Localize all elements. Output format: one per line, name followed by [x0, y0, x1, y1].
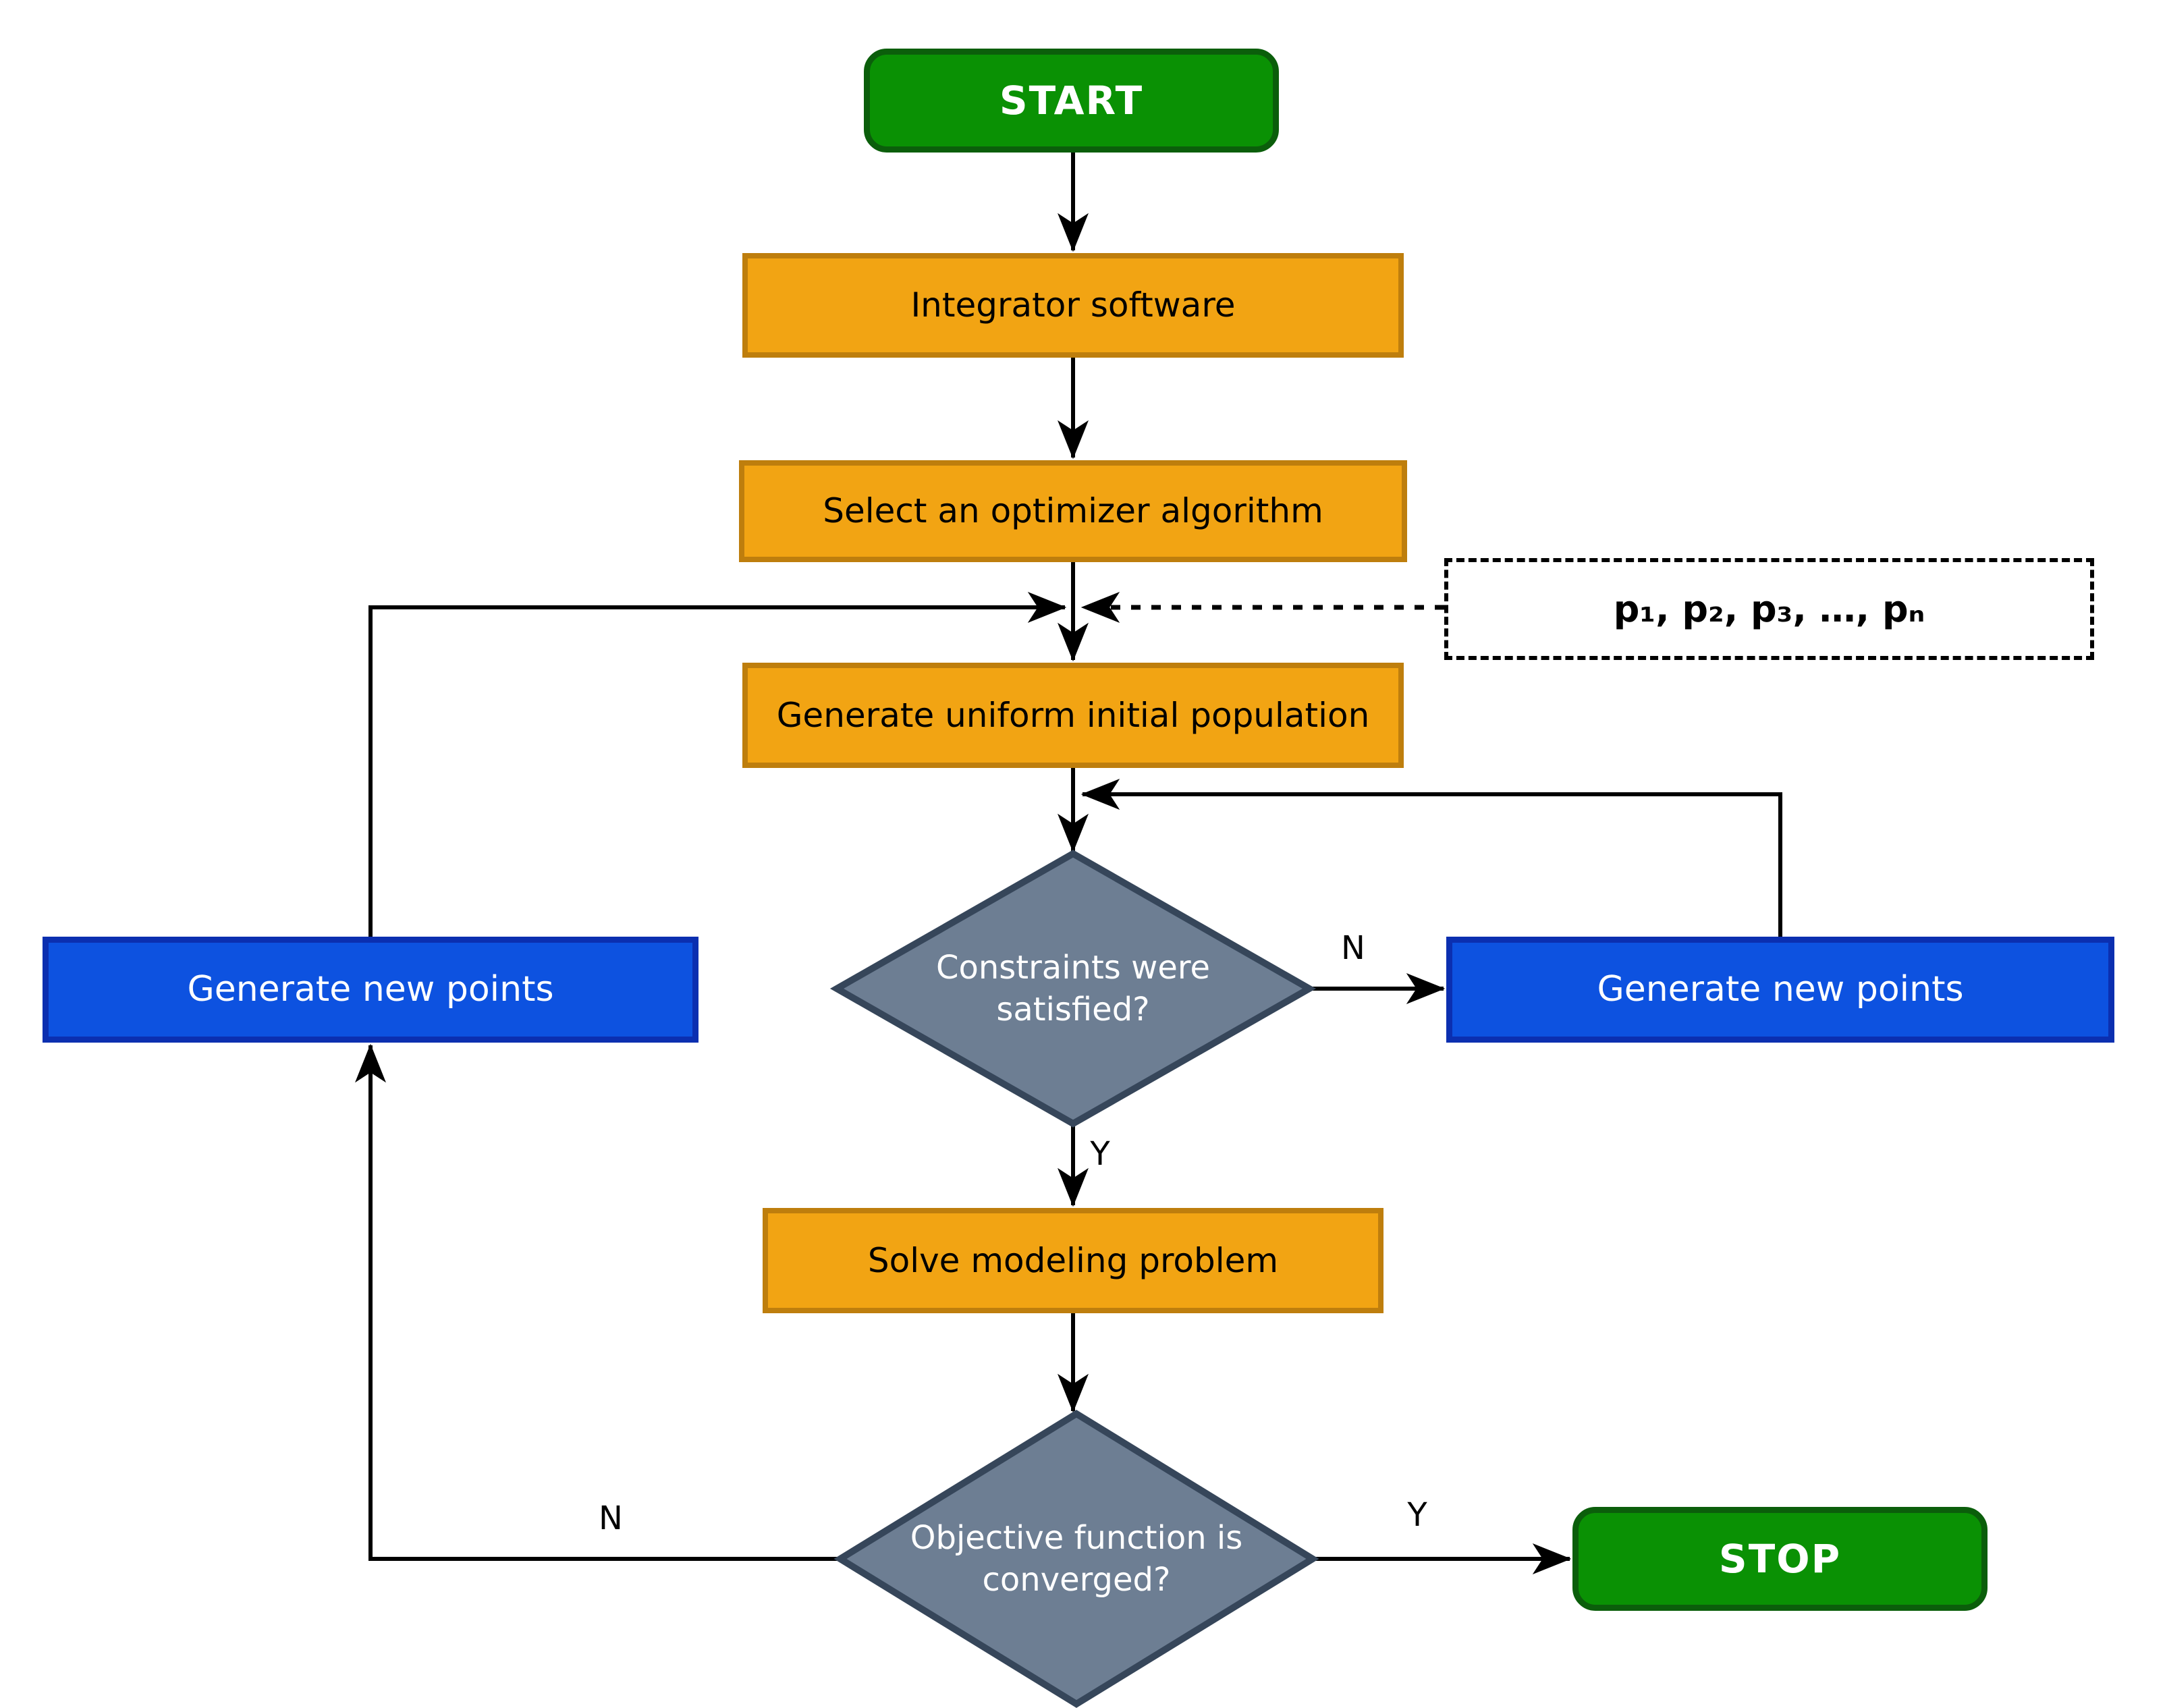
generate-new-points-right-node: Generate new points [1446, 937, 2114, 1043]
converged-no-label: N [599, 1499, 623, 1537]
generate-population-node: Generate uniform initial population [742, 663, 1404, 768]
start-label: START [999, 77, 1144, 123]
generate-new-points-right-label: Generate new points [1597, 969, 1964, 1010]
converged-yes-label: Y [1407, 1496, 1427, 1534]
select-optimizer-label: Select an optimizer algorithm [823, 491, 1323, 531]
edge-converged-no-loop [355, 1043, 840, 1561]
constraints-decision-label: Constraints were satisfied? [935, 948, 1211, 1028]
constraints-no-label: N [1341, 929, 1365, 967]
generate-new-points-left-node: Generate new points [43, 937, 698, 1043]
constraints-yes-label: Y [1090, 1135, 1110, 1173]
edge-right-loop-return [1080, 779, 1782, 937]
solve-modeling-node: Solve modeling problem [763, 1208, 1383, 1313]
parameters-label: p₁, p₂, p₃, …, pₙ [1613, 587, 1925, 630]
generate-population-label: Generate uniform initial population [776, 695, 1370, 735]
constraints-decision-node: Constraints were satisfied? [877, 921, 1269, 1056]
generate-new-points-left-label: Generate new points [187, 969, 554, 1010]
integrator-software-node: Integrator software [742, 253, 1404, 358]
converged-decision-node: Objective function is converged? [881, 1491, 1272, 1626]
select-optimizer-node: Select an optimizer algorithm [739, 460, 1407, 562]
stop-node: STOP [1572, 1507, 1988, 1611]
converged-decision-label: Objective function is converged? [910, 1518, 1243, 1599]
constraints-decision-shape [829, 850, 1317, 1128]
solve-modeling-label: Solve modeling problem [867, 1240, 1279, 1280]
converged-decision-shape [833, 1410, 1319, 1708]
stop-label: STOP [1718, 1535, 1842, 1582]
start-node: START [864, 49, 1279, 153]
edge-left-loop-return [368, 592, 1067, 937]
parameters-node: p₁, p₂, p₃, …, pₙ [1444, 558, 2094, 660]
integrator-software-label: Integrator software [910, 285, 1236, 325]
